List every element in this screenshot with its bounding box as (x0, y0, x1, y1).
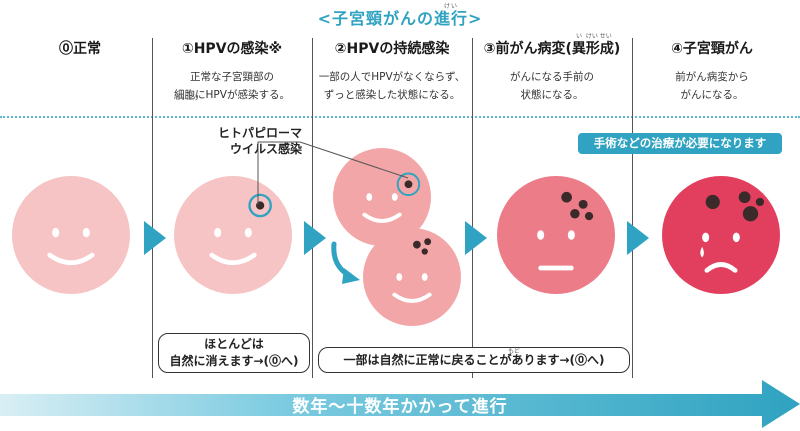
virus-label: ヒトパピローマ ウイルス感染 (218, 125, 302, 157)
step-arrow-icon (144, 221, 166, 255)
stage-4-heading: ④子宮頸がん (671, 41, 753, 57)
stage-3-heading: ③前がん病変(異形成) (483, 41, 621, 57)
note-mostly-clears: ほとんどは 自然に消えます→(⓪へ) (158, 333, 310, 373)
stage-1-column: ①HPVの感染※ 正常な子宮頸部の 細胞にHPVが感染する。 さいぼう (152, 38, 312, 105)
page-title: <子宮頸がんの進行> けい (0, 3, 800, 29)
progress-label: 数年〜十数年かかって進行 (292, 397, 508, 417)
progress-arrow: 数年〜十数年かかって進行 (0, 380, 800, 430)
smile-face-icon (362, 172, 421, 223)
stage-4-column: ④子宮頸がん 前がん病変から がんになる。 (632, 38, 792, 105)
stage-0-heading: ⓪正常 (59, 41, 101, 57)
step-arrow-icon (627, 221, 649, 255)
title-ruby: けい (444, 3, 459, 10)
face-cervical-cancer (662, 176, 780, 294)
stage-3-column: ③前がん病変(異形成) がんになる手前の 状態になる。 い けい せい (472, 33, 632, 105)
stage-2-description: 一部の人でHPVがなくならず、 ずっと感染した状態になる。 (318, 71, 466, 102)
column-divider (312, 38, 313, 378)
note-some-return: 一部は自然に正常に戻ることがあります→(⓪へ) もど (318, 347, 630, 373)
stage-1-description: 正常な子宮頸部の 細胞にHPVが感染する。 (174, 71, 290, 102)
face-persistent-infection-lower (363, 228, 461, 326)
progress-arrow-icon (0, 380, 800, 428)
treatment-badge: 手術などの治療が必要になります (578, 133, 782, 154)
smile-face-icon (392, 238, 432, 303)
step-arrow-icon (304, 221, 326, 255)
title-text: <子宮頸がんの進行> (317, 9, 483, 28)
face-normal (12, 176, 130, 294)
face-hpv-infected (174, 176, 292, 294)
stage-4-description: 前がん病変から がんになる。 (675, 71, 749, 102)
stage-2-column: ②HPVの持続感染 一部の人でHPVがなくならず、 ずっと感染した状態になる。 (312, 38, 472, 105)
stage-1-heading: ①HPVの感染※ (181, 41, 283, 57)
stage-2-heading: ②HPVの持続感染 (334, 41, 450, 57)
column-divider (152, 38, 153, 378)
header-divider (0, 116, 800, 118)
neutral-face-icon (537, 191, 594, 271)
note-2-ruby: もど (508, 348, 520, 355)
stage-0-column: ⓪正常 (0, 38, 160, 58)
curved-arrow-icon (331, 241, 360, 284)
smile-face-icon (47, 227, 95, 266)
smile-face-icon (209, 193, 272, 266)
note-1-line-2: 自然に消えます→(⓪へ) (169, 354, 299, 369)
note-1-line-1: ほとんどは (204, 337, 264, 351)
column-divider (632, 38, 633, 378)
sad-face-icon (700, 191, 765, 273)
column-divider (472, 38, 473, 378)
stage-3-description: がんになる手前の 状態になる。 (510, 71, 594, 102)
step-arrow-icon (465, 221, 487, 255)
virus-label-text: ヒトパピローマ ウイルス感染 (218, 126, 303, 157)
stage-3-ruby: い けい せい (576, 33, 612, 40)
face-precancer (497, 176, 615, 294)
note-2-text: 一部は自然に正常に戻ることがあります→(⓪へ) (343, 353, 605, 367)
stage-1-ruby: さいぼう (175, 95, 200, 102)
